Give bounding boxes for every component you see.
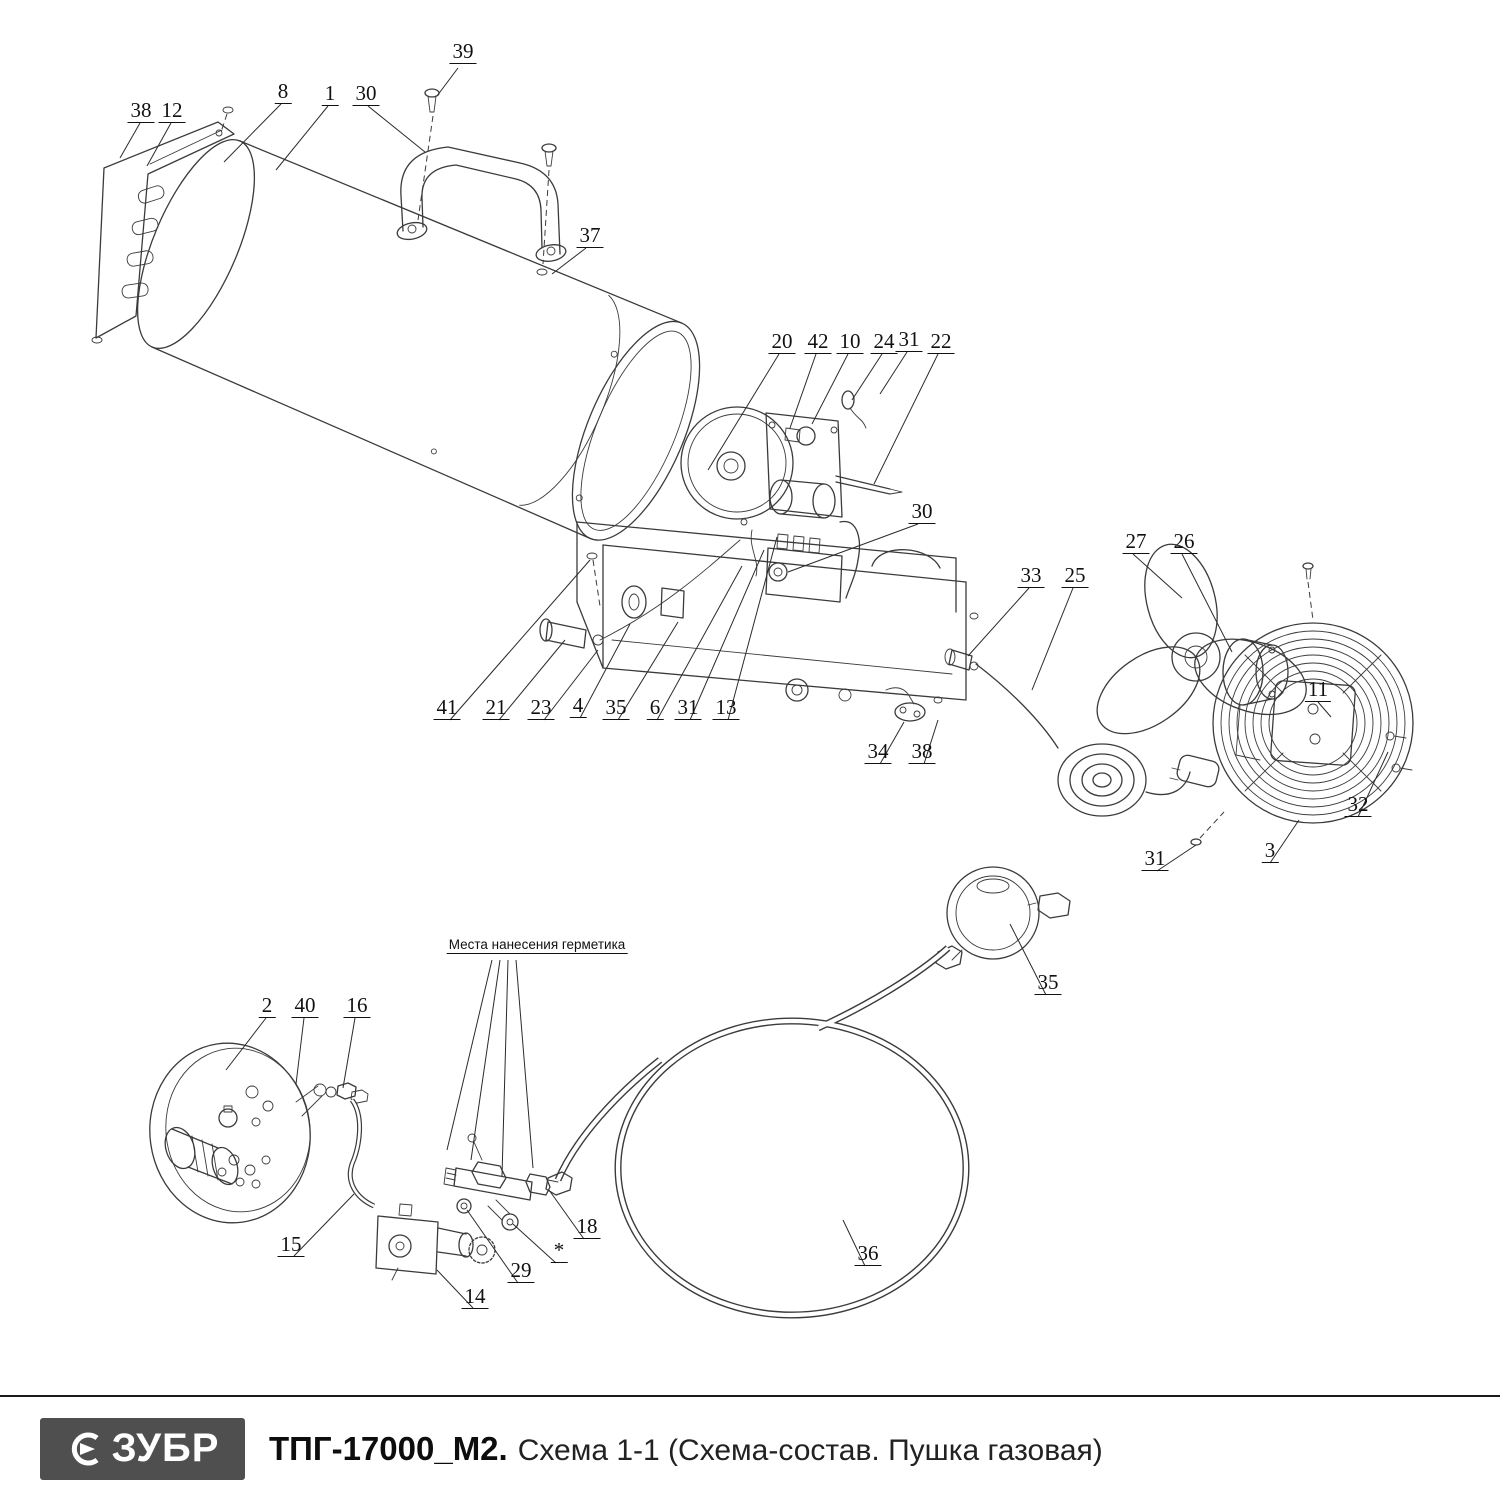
title-block: ЗУБР ТПГ-17000_М2. Схема 1-1 (Схема-соста… [0,1395,1500,1500]
fan [1096,543,1307,735]
zubr-logo: ЗУБР [40,1417,245,1480]
rear-cover [149,1042,369,1224]
gas-hose [545,945,970,1319]
heater-cylinder [136,138,701,541]
tee-fitting [443,1133,559,1231]
rear-bracket [91,106,235,344]
cord-connector-33 [944,648,979,671]
burner-assembly [680,390,903,603]
carry-handle [396,146,567,262]
scheme-subtitle: Схема 1-1 (Схема-состав. Пушка газовая) [517,1433,1103,1467]
sealant-note-lines [446,959,534,1177]
model-number: ТПГ-17000_М2. [269,1429,508,1467]
leader-lines [119,67,1389,1309]
power-plug [1169,754,1220,788]
zubr-logo-icon [71,1432,99,1465]
grille-screws [1190,562,1413,846]
gas-tube [347,1098,376,1209]
document-title: ТПГ-17000_М2. Схема 1-1 (Схема-состав. Пу… [269,1430,1103,1468]
screw-37 [536,143,557,276]
spiral-power-cord [975,663,1191,817]
gas-regulator [935,866,1071,970]
chassis [539,521,979,722]
rear-grille [1212,622,1414,824]
solenoid-valve [375,1203,496,1281]
exploded-diagram-svg [91,67,1414,1319]
brand-name: ЗУБР [111,1426,220,1470]
